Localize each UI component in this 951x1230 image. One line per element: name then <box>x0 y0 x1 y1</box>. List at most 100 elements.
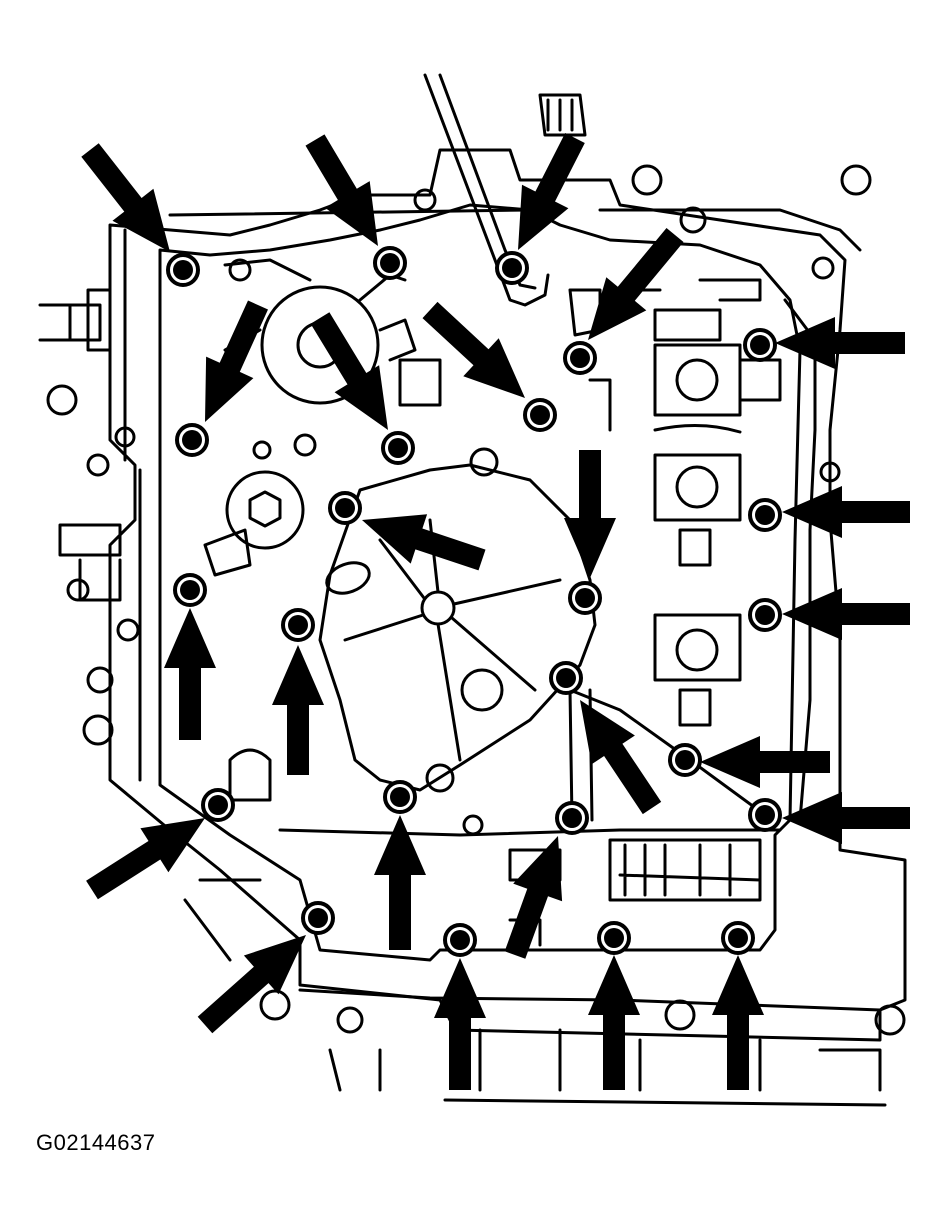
right-boss-12 <box>413 188 437 212</box>
inner-outline <box>158 203 802 962</box>
solenoid-2 <box>653 453 742 522</box>
left-boss-5 <box>86 666 114 694</box>
bolt-17 <box>201 788 235 822</box>
left-boss-1 <box>46 384 78 416</box>
callout-arrow-20 <box>782 792 910 844</box>
bolt-11 <box>568 581 602 615</box>
small-hole-1 <box>252 440 272 460</box>
figure-caption: G02144637 <box>36 1130 156 1155</box>
cover-port <box>460 668 504 712</box>
bolt-12 <box>173 573 207 607</box>
callout-arrow-13 <box>272 645 324 775</box>
cover-boss-bottom <box>425 763 455 793</box>
left-rail <box>123 228 142 782</box>
callout-arrow-9 <box>362 514 486 571</box>
solenoid-3 <box>653 613 742 682</box>
bolt-16 <box>668 743 702 777</box>
bolt-14 <box>748 598 782 632</box>
bolt-13 <box>281 608 315 642</box>
bolt-5 <box>743 328 777 362</box>
callout-arrow-18 <box>374 815 426 950</box>
shaft-lever <box>203 528 252 577</box>
callout-arrow-21 <box>197 935 306 1034</box>
callout-arrow-3 <box>518 133 585 250</box>
right-boss-8 <box>259 989 291 1021</box>
cover-spokes <box>343 518 562 762</box>
left-boss-4 <box>116 618 140 642</box>
valve-body-linework <box>38 73 907 1107</box>
callout-arrow-8 <box>310 312 388 430</box>
callout-arrow-10 <box>782 486 910 538</box>
bolt-3 <box>495 251 529 285</box>
left-boss-2 <box>86 453 110 477</box>
solenoid-1-plug <box>675 358 719 402</box>
bolt-23 <box>597 921 631 955</box>
small-hole-2 <box>293 433 317 457</box>
callout-arrow-17 <box>86 818 205 900</box>
callout-arrow-4 <box>588 228 684 340</box>
callout-arrow-5 <box>775 317 905 369</box>
callout-arrow-15 <box>580 700 662 815</box>
right-boss-4 <box>811 256 835 280</box>
callout-arrow-1 <box>81 143 170 252</box>
cover-logo <box>325 561 371 595</box>
bolt-8 <box>381 431 415 465</box>
top-connector <box>538 93 587 137</box>
left-boss-7 <box>114 426 136 448</box>
bolt-21 <box>301 901 335 935</box>
cover-plate <box>318 463 597 792</box>
bottom-ribs <box>478 1028 882 1092</box>
bottom-bar <box>443 1098 887 1107</box>
callout-arrow-7 <box>205 300 268 422</box>
callout-arrow-12 <box>164 608 216 740</box>
callout-arrow-16 <box>700 736 830 788</box>
solenoid-1 <box>653 343 742 417</box>
callout-arrow-22 <box>434 958 486 1090</box>
bolt-22 <box>443 923 477 957</box>
bolt-4 <box>563 341 597 375</box>
bolt-7 <box>175 423 209 457</box>
solenoid-wire <box>653 424 742 434</box>
solenoid-2-plug <box>675 465 719 509</box>
left-fitting-top <box>38 288 112 352</box>
cover-boss-top <box>469 447 499 477</box>
right-boss-6 <box>874 1004 906 1036</box>
bottom-rail <box>278 828 882 1012</box>
left-boss-6 <box>82 714 114 746</box>
solenoid-connector-3 <box>678 688 712 727</box>
callout-arrow-19 <box>504 836 563 959</box>
bolt-markers <box>166 246 782 957</box>
bolt-10 <box>748 498 782 532</box>
right-boss-1 <box>631 164 663 196</box>
top-rail <box>168 208 862 252</box>
bolt-18 <box>383 780 417 814</box>
bolt-15 <box>549 661 583 695</box>
right-boss-5 <box>819 461 841 483</box>
bolt-19 <box>555 801 589 835</box>
right-boss-9 <box>336 1006 364 1034</box>
callout-arrow-6 <box>422 301 525 398</box>
callout-arrow-14 <box>782 588 910 640</box>
bolt-9 <box>328 491 362 525</box>
right-boss-3 <box>679 206 707 234</box>
spool-valve <box>608 838 762 902</box>
right-harness <box>638 278 762 302</box>
right-boss-11 <box>228 258 252 282</box>
bottom-detail-left <box>183 878 382 1092</box>
left-boss-3 <box>66 578 90 602</box>
callout-arrow-2 <box>305 134 378 246</box>
cover-hub <box>420 590 456 626</box>
right-boss-10 <box>462 814 484 836</box>
shaft-hub-nut <box>248 490 282 528</box>
callout-arrow-11 <box>564 450 616 578</box>
mid-detail <box>228 748 272 802</box>
solenoid-3-plug <box>675 628 719 672</box>
right-boss-7 <box>664 999 696 1031</box>
solenoid-connector-2 <box>678 528 712 567</box>
bolt-1 <box>166 253 200 287</box>
shaft-hub-outer <box>225 470 305 550</box>
right-boss-2 <box>840 164 872 196</box>
sensor-disk <box>260 285 380 405</box>
bolt-2 <box>373 246 407 280</box>
bolt-6 <box>523 398 557 432</box>
